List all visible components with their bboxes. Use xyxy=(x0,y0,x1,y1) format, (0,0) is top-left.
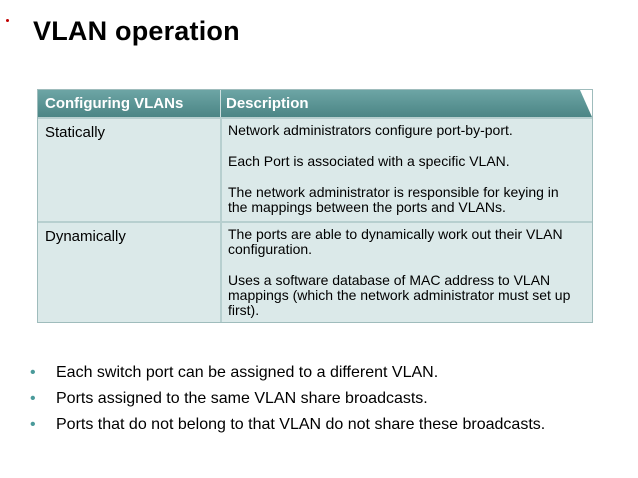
vlan-config-table: Configuring VLANs Description Statically… xyxy=(37,89,593,323)
row-label-dynamically: Dynamically xyxy=(38,223,220,322)
bullet-text: Each switch port can be assigned to a di… xyxy=(56,364,439,381)
list-item: • Each switch port can be assigned to a … xyxy=(30,364,545,390)
bullet-text: Ports assigned to the same VLAN share br… xyxy=(56,390,428,407)
list-item: • Ports that do not belong to that VLAN … xyxy=(30,416,545,442)
row-description: The ports are able to dynamically work o… xyxy=(220,223,592,322)
description-line: Network administrators configure port-by… xyxy=(228,122,513,138)
table-header: Configuring VLANs Description xyxy=(38,90,592,117)
slide-marker-dot xyxy=(6,19,9,22)
bullet-text: Ports that do not belong to that VLAN do… xyxy=(56,416,546,433)
description-line: Uses a software database of MAC address … xyxy=(228,272,571,318)
bullet-icon: • xyxy=(30,416,36,433)
table-row: Statically Network administrators config… xyxy=(38,117,592,221)
table-row: Dynamically The ports are able to dynami… xyxy=(38,221,592,322)
header-description: Description xyxy=(220,90,592,117)
description-line: The network administrator is responsible… xyxy=(228,184,559,215)
bullet-icon: • xyxy=(30,364,36,381)
header-configuring-vlans: Configuring VLANs xyxy=(45,95,184,112)
slide-title: VLAN operation xyxy=(33,16,240,46)
bullet-list: • Each switch port can be assigned to a … xyxy=(30,364,545,442)
row-label-statically: Statically xyxy=(38,119,220,221)
description-line: The ports are able to dynamically work o… xyxy=(228,226,563,257)
bullet-icon: • xyxy=(30,390,36,407)
list-item: • Ports assigned to the same VLAN share … xyxy=(30,390,545,416)
row-description: Network administrators configure port-by… xyxy=(220,119,592,221)
description-line: Each Port is associated with a specific … xyxy=(228,153,510,169)
